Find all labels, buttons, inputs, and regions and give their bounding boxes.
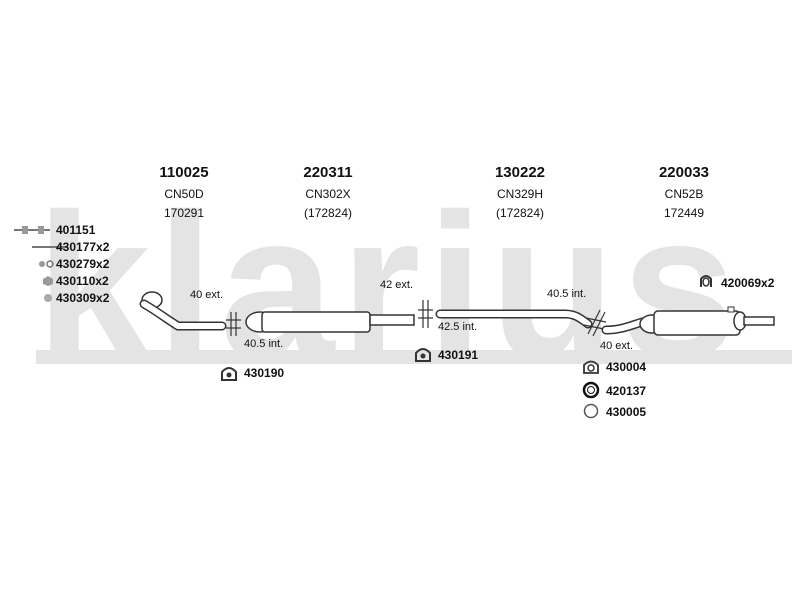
nut-washer-icon [39,260,54,268]
dimension-middle-pipe-inlet: 42.5 int. [438,321,478,333]
part-number-rear-silencer: 220033 [658,164,710,181]
part-number-middle-pipe: 130222 [494,164,546,181]
hardware-label-430004: 430004 [606,360,647,374]
fitting-label-gasket-strip: 430177x2 [56,240,110,254]
middle-pipe-drawing [435,309,593,329]
dimension-rear-silencer-inlet: 40 ext. [600,340,634,352]
brand-watermark: klarius [36,196,743,376]
washer-icon [44,294,52,302]
hardware-label-430191: 430191 [438,348,479,362]
part-code-middle-pipe: CN329H [496,187,544,201]
part-ref-rear-silencer: 172449 [663,206,705,220]
part-ref-front-silencer: (172824) [303,206,353,220]
part-number-front-pipe: 110025 [159,164,209,181]
part-number-front-silencer: 220311 [303,164,353,181]
front-silencer-drawing [245,311,415,333]
hardware-label-430190: 430190 [244,366,285,380]
dimension-front-silencer-inlet: 40.5 int. [244,338,284,350]
rear-silencer-drawing [601,306,775,336]
mounting-rubber-icon [221,367,237,381]
hanger-bracket-icon [583,360,599,374]
front-pipe-drawing [139,291,227,331]
fitting-label-nut: 430110x2 [56,274,109,288]
gasket-strip-icon [32,246,68,248]
part-ref-front-pipe: 170291 [163,206,205,220]
clamp-ring-icon [700,275,712,287]
fitting-label-nut-washer: 430279x2 [56,257,110,271]
joint-symbol-2 [418,300,433,328]
part-ref-middle-pipe: (172824) [495,206,545,220]
hardware-label-420137: 420137 [606,384,647,398]
watermark-underline [36,350,792,364]
dimension-front-silencer-outlet: 42 ext. [380,279,414,291]
bolt-icon [14,226,50,234]
sealing-ring-icon [582,381,600,399]
fitting-label-bolt: 401151 [56,223,96,237]
mounting-rubber-icon [415,348,431,362]
nut-icon [43,276,53,286]
part-code-rear-silencer: CN52B [664,187,704,201]
dimension-middle-pipe-outlet: 40.5 int. [547,288,587,300]
hardware-label-430005: 430005 [606,405,647,419]
part-code-front-pipe: CN50D [164,187,204,201]
joint-symbol-3 [583,309,607,337]
fitting-label-washer: 430309x2 [56,291,110,305]
hardware-label-420069x2: 420069x2 [721,276,775,290]
part-code-front-silencer: CN302X [305,187,351,201]
rubber-ring-icon [583,403,599,419]
joint-symbol-1 [226,312,241,336]
dimension-front-pipe-outlet: 40 ext. [190,289,224,301]
